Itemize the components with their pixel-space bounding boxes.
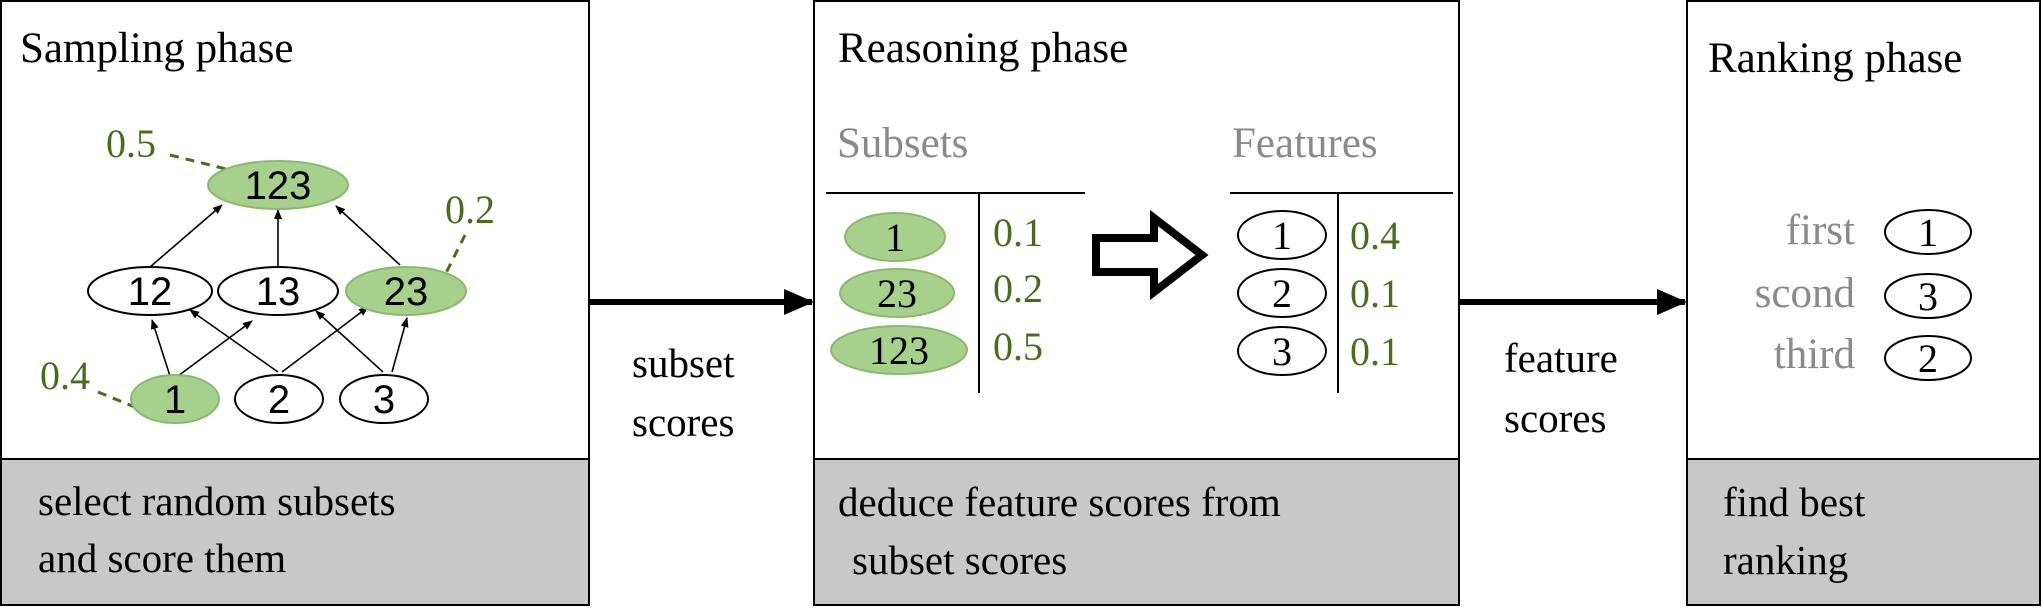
reasoning-caption-line2: subset scores	[852, 537, 1067, 583]
reasoning-caption-line1: deduce feature scores from	[838, 479, 1281, 525]
ranking-row: third 2	[1774, 331, 1972, 381]
sampling-panel: Sampling phase select random subsets and…	[0, 0, 590, 606]
lattice-edges	[149, 204, 409, 377]
subset-label: 1	[885, 215, 905, 260]
node-2-label: 2	[268, 378, 290, 422]
ranking-position: first	[1786, 207, 1855, 254]
arrow-feature-scores: feature scores	[1459, 289, 1687, 441]
feature-row: 2 0.1	[1237, 268, 1400, 318]
node-23-label: 23	[384, 270, 429, 314]
score-label-1: 0.4	[40, 353, 90, 398]
edge-12-123	[149, 204, 223, 268]
ranking-title: Ranking phase	[1708, 35, 1962, 82]
feature-label: 2	[1272, 271, 1292, 316]
score-label-23: 0.2	[445, 187, 495, 232]
subset-score: 0.2	[993, 266, 1043, 311]
node-12: 12	[87, 266, 213, 316]
sampling-caption-line1: select random subsets	[38, 478, 396, 524]
node-13: 13	[217, 266, 339, 316]
node-1-label: 1	[164, 378, 186, 422]
ranking-feature: 3	[1918, 274, 1938, 319]
feature-score: 0.1	[1350, 329, 1400, 374]
reasoning-title: Reasoning phase	[838, 25, 1128, 72]
subset-label: 123	[869, 328, 929, 373]
sampling-caption-line2: and score them	[38, 535, 286, 581]
edge-2-12	[189, 309, 279, 373]
edge-23-123	[335, 205, 401, 266]
subset-row: 123 0.5	[830, 324, 1043, 375]
feature-label: 1	[1272, 213, 1292, 258]
ranking-position: third	[1774, 331, 1855, 378]
node-123-label: 123	[245, 164, 312, 208]
ranking-row: scond 3	[1755, 270, 1972, 319]
edge-1-13	[177, 320, 253, 377]
arrow-2-label-line2: scores	[1504, 395, 1606, 441]
node-12-label: 12	[128, 270, 173, 314]
node-123: 123	[207, 160, 349, 210]
arrow-1-label-line1: subset	[632, 340, 735, 386]
subset-score: 0.5	[993, 324, 1043, 369]
subset-row: 23 0.2	[839, 266, 1043, 318]
arrow-1-label-line2: scores	[632, 399, 734, 445]
edge-1-12	[150, 319, 171, 377]
reasoning-panel: Reasoning phase deduce feature scores fr…	[813, 0, 1460, 606]
feature-score: 0.1	[1350, 271, 1400, 316]
ranking-feature: 2	[1918, 336, 1938, 381]
node-3-label: 3	[373, 378, 395, 422]
ranking-panel: Ranking phase find best ranking first 1 …	[1686, 0, 2041, 606]
feature-row: 3 0.1	[1237, 326, 1400, 376]
node-3: 3	[339, 374, 429, 424]
ranking-caption-box	[1686, 458, 2041, 606]
ranking-row: first 1	[1786, 207, 1972, 255]
reasoning-caption-box	[813, 458, 1460, 606]
hollow-block-arrow	[1092, 209, 1209, 301]
sampling-title: Sampling phase	[20, 25, 294, 72]
node-1: 1	[130, 374, 220, 424]
ranking-caption-line2: ranking	[1723, 537, 1848, 583]
sampling-caption-box	[0, 458, 590, 606]
node-2: 2	[234, 374, 324, 424]
edge-2-23	[281, 306, 369, 373]
node-13-label: 13	[256, 270, 301, 314]
ranking-feature: 1	[1918, 210, 1938, 255]
leader-23	[443, 234, 467, 276]
feature-score: 0.4	[1350, 213, 1400, 258]
node-23: 23	[345, 266, 467, 316]
edge-3-23	[391, 317, 409, 373]
arrow-2-label-line1: feature	[1504, 335, 1618, 381]
edge-3-13	[315, 310, 384, 373]
subset-row: 1 0.1	[844, 210, 1043, 262]
arrow-subset-scores: subset scores	[589, 289, 814, 445]
ranking-caption-line1: find best	[1723, 479, 1866, 525]
features-header: Features	[1232, 120, 1378, 167]
feature-label: 3	[1272, 329, 1292, 374]
subset-score: 0.1	[993, 210, 1043, 255]
score-label-123: 0.5	[106, 121, 156, 166]
ranking-position: scond	[1755, 270, 1855, 317]
feature-row: 1 0.4	[1237, 210, 1400, 260]
leader-123	[169, 153, 231, 172]
subset-label: 23	[877, 271, 917, 316]
subsets-header: Subsets	[837, 120, 968, 167]
